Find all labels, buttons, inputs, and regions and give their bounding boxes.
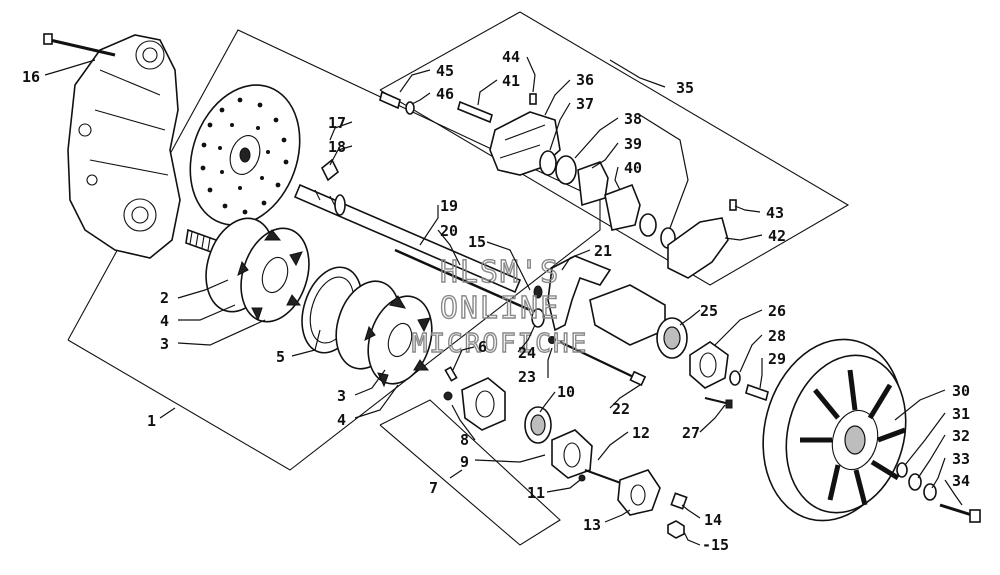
flange-bolt-27 <box>704 397 733 409</box>
callout-46: 46 <box>436 85 454 103</box>
piston-seal-37 <box>539 150 557 176</box>
leader-lines <box>44 56 963 546</box>
callout-18: 18 <box>328 138 346 156</box>
washer-33 <box>923 483 937 501</box>
callout-27: 27 <box>682 424 700 442</box>
callout-9: 9 <box>460 453 469 471</box>
piston-38 <box>555 155 577 185</box>
callout-36: 36 <box>576 71 594 89</box>
small-pin <box>444 366 458 382</box>
callout-45: 45 <box>436 62 454 80</box>
callout-26: 26 <box>768 302 786 320</box>
callout-4a: 4 <box>160 312 169 330</box>
assembly-bracket-35 <box>379 11 850 286</box>
callout-29: 29 <box>768 350 786 368</box>
callout-15a: 15 <box>468 233 486 251</box>
callout-33: 33 <box>952 450 970 468</box>
callout-28: 28 <box>768 327 786 345</box>
driven-sprocket-wheel <box>762 338 907 522</box>
callout-24: 24 <box>518 344 536 362</box>
callout-17: 17 <box>328 114 346 132</box>
tensioner-plate <box>589 284 666 346</box>
callout-19: 19 <box>440 197 458 215</box>
brake-pad-40 <box>604 183 641 231</box>
callout-21: 21 <box>594 242 612 260</box>
callout-37: 37 <box>576 95 594 113</box>
watermark-line-1: HLSM'S <box>440 255 560 290</box>
callout-8: 8 <box>460 431 469 449</box>
bleeder-44 <box>529 93 537 105</box>
caliper-bolt-45 <box>379 90 401 110</box>
callout-11: 11 <box>527 484 545 502</box>
callout-2: 2 <box>160 289 169 307</box>
bearing-flange-26 <box>689 341 729 389</box>
assembly-bracket-1 <box>67 29 601 471</box>
watermark-line-3: MICROFICHE <box>412 329 589 359</box>
callout-13: 13 <box>583 516 601 534</box>
washer-28 <box>729 370 741 386</box>
washer-24 <box>531 308 545 328</box>
callout-7: 7 <box>429 479 438 497</box>
callout-23: 23 <box>518 368 536 386</box>
callout-1: 1 <box>147 412 156 430</box>
bearing-flange-right <box>551 429 593 479</box>
seal-ring-38b <box>639 213 657 237</box>
callout-42: 42 <box>768 227 786 245</box>
watermark-line-2: ONLINE <box>440 291 560 326</box>
callout-12: 12 <box>632 424 650 442</box>
callout-41: 41 <box>502 72 520 90</box>
callout-15b: -15 <box>702 536 729 554</box>
callout-32: 32 <box>952 427 970 445</box>
bleeder-43 <box>729 199 737 211</box>
callout-labels: 16 2 4 3 5 1 3 4 6 7 8 9 10 11 12 13 14 … <box>22 48 970 554</box>
callout-40: 40 <box>624 159 642 177</box>
callout-25: 25 <box>700 302 718 320</box>
callout-16: 16 <box>22 68 40 86</box>
washer-31 <box>896 462 908 478</box>
caliper-half-42 <box>667 217 729 279</box>
brake-pad-39 <box>577 161 609 207</box>
callout-20: 20 <box>440 222 458 240</box>
drive-sprocket-right <box>335 280 433 388</box>
brake-bracket <box>533 255 612 332</box>
bolt-34 <box>939 503 981 523</box>
chaincase-housing <box>67 34 181 259</box>
bearing-right <box>656 317 688 359</box>
callout-4b: 4 <box>337 411 346 429</box>
callout-6: 6 <box>478 338 487 356</box>
callout-35: 35 <box>676 79 694 97</box>
callout-34: 34 <box>952 472 970 490</box>
callout-3b: 3 <box>337 387 346 405</box>
washer-46 <box>405 101 415 115</box>
callout-31: 31 <box>952 405 970 423</box>
callout-5: 5 <box>276 348 285 366</box>
callout-39: 39 <box>624 135 642 153</box>
callout-3a: 3 <box>160 335 169 353</box>
bearing-left <box>524 406 552 444</box>
brake-disc <box>189 84 301 226</box>
drive-sprocket-left <box>205 217 310 323</box>
long-bolt <box>43 33 116 57</box>
callout-30: 30 <box>952 382 970 400</box>
callout-22: 22 <box>612 400 630 418</box>
woodruff-key <box>320 158 340 182</box>
callout-43: 43 <box>766 204 784 222</box>
tensioner-bolt <box>548 336 647 387</box>
watermark: HLSM'S ONLINE MICROFICHE <box>411 254 589 359</box>
callout-44: 44 <box>502 48 520 66</box>
callout-10: 10 <box>557 383 575 401</box>
hex-nut-14 <box>670 492 688 510</box>
assembly-bracket-7 <box>379 399 561 546</box>
callout-38: 38 <box>624 110 642 128</box>
drive-shaft <box>293 183 522 294</box>
speedometer-drive <box>617 469 661 516</box>
hex-nut-15 <box>667 520 685 539</box>
shaft-bolt <box>394 248 531 312</box>
spacer-29 <box>745 383 769 402</box>
bearing-flange-left <box>443 377 506 431</box>
pin-41 <box>457 100 493 124</box>
callout-14: 14 <box>704 511 722 529</box>
